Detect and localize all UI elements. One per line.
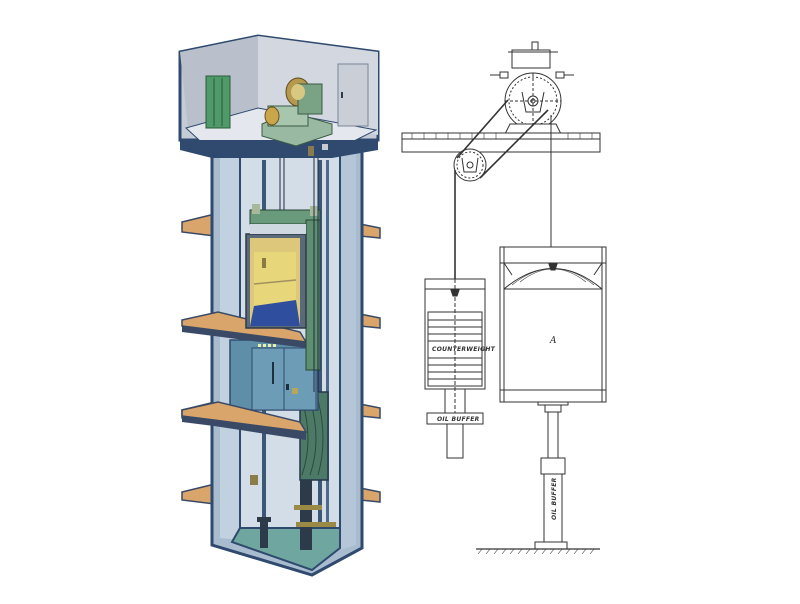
deflector-sheave xyxy=(453,148,487,182)
brake-drum xyxy=(264,106,280,126)
label-car-oil-buffer: OIL BUFFER xyxy=(551,477,558,520)
counterweight-oil-buffer xyxy=(426,389,484,459)
cutaway-illustration xyxy=(178,34,381,577)
schematic-drawing xyxy=(401,41,607,555)
pit-ground xyxy=(476,548,600,555)
car-operating-panel xyxy=(262,258,266,268)
pit-switch xyxy=(250,475,258,485)
car-buffer xyxy=(260,520,268,548)
machine-room xyxy=(178,34,380,158)
floor-indicator-lights xyxy=(258,344,276,347)
floor-slab-left-4 xyxy=(181,483,216,505)
elevator-car xyxy=(245,204,321,371)
hoist-ropes-schematic xyxy=(454,99,552,290)
pit-floor xyxy=(230,527,341,572)
car-floor xyxy=(250,300,300,326)
label-car-a: A xyxy=(549,336,557,346)
label-counterweight: COUNTERWEIGHT xyxy=(432,346,496,353)
hoist-ropes xyxy=(279,150,319,392)
machine-beam xyxy=(401,132,601,153)
call-button xyxy=(292,388,298,394)
governor xyxy=(308,146,314,156)
counterweight-schematic xyxy=(424,278,486,455)
traction-machine xyxy=(261,77,333,147)
car-oil-buffer xyxy=(534,404,568,550)
label-counterweight-oil-buffer: OIL BUFFER xyxy=(437,416,480,423)
traction-motor xyxy=(490,41,574,137)
landing-level-2 xyxy=(229,339,319,411)
floor-slab-left-1 xyxy=(181,213,216,237)
car-interior xyxy=(254,252,296,306)
car-schematic xyxy=(499,246,607,406)
control-cabinet xyxy=(205,75,231,129)
